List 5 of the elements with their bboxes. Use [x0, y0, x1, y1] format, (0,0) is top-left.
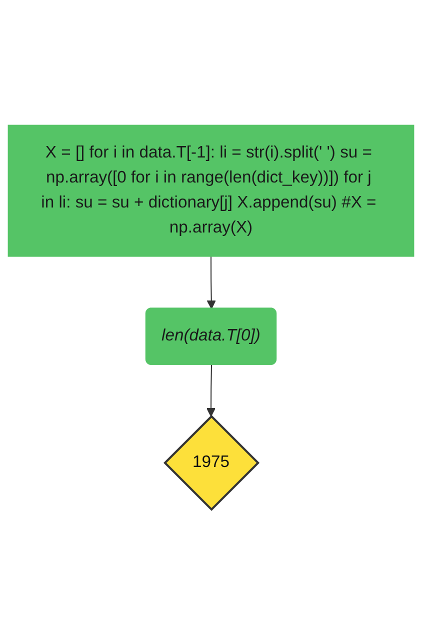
- arrow: [206, 256, 216, 310]
- flowchart: X = [] for i in data.T[-1]: li = str(i).split(' ') su = np.array([0 for i in range(len(dict_key))]) for j in li: su = su + dictionary[j] X.append(su) #X = np.array(X) len(data.T[0]) 1975: [0, 117, 422, 518]
- node-box: [8, 124, 414, 257]
- arrow: [206, 365, 216, 417]
- node-diamond: [163, 414, 260, 512]
